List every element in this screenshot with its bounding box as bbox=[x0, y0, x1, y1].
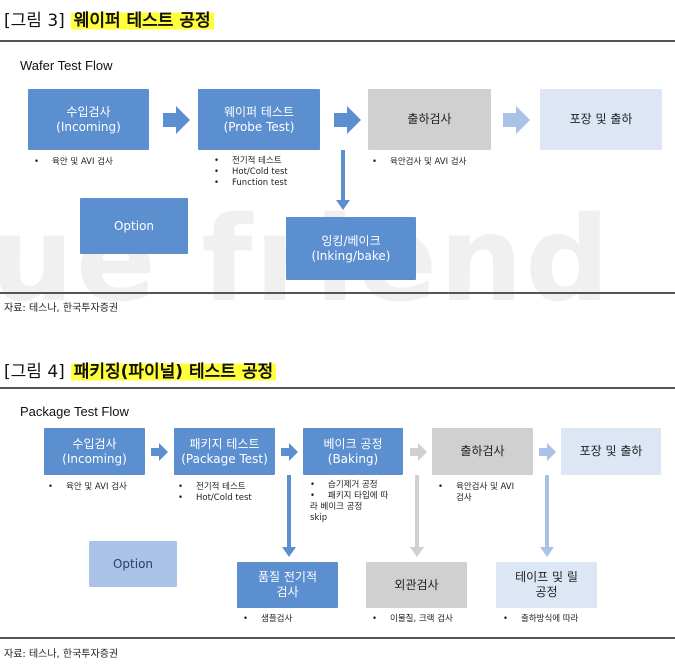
package-tape-reel-box: 테이프 및 릴 공정 bbox=[496, 562, 597, 608]
wafer-option-box: Option bbox=[80, 198, 188, 254]
package-visual-inspection-box: 외관검사 bbox=[366, 562, 467, 608]
box-label: 수입검사 bbox=[66, 104, 111, 119]
box-sublabel: 검사 bbox=[276, 585, 299, 599]
list-item: Hot/Cold test bbox=[214, 167, 288, 178]
package-incoming-bullets: 육안 및 AVI 검사 bbox=[48, 482, 127, 493]
box-label: 포장 및 출하 bbox=[579, 444, 643, 458]
package-baking-bullets: 습기제거 공정 패키지 타입에 따 라 베이크 공정 skip bbox=[310, 480, 388, 524]
figure-4-title: [그림 4] 패키징(파이널) 테스트 공정 bbox=[4, 357, 277, 382]
figure-3-top-rule bbox=[0, 40, 675, 42]
box-label: 수입검사 bbox=[72, 436, 117, 451]
figure-3-label: [그림 3] bbox=[4, 11, 65, 31]
list-item: 이물질, 크랙 검사 bbox=[372, 614, 453, 625]
down-arrow-icon bbox=[282, 475, 296, 557]
right-arrow-icon bbox=[539, 443, 556, 461]
down-arrow-icon bbox=[540, 475, 554, 557]
package-quality-electrical-box: 품질 전기적 검사 bbox=[237, 562, 338, 608]
box-label: 품질 전기적 bbox=[257, 570, 317, 584]
package-incoming-box: 수입검사 (Incoming) bbox=[44, 428, 145, 475]
package-baking-box: 베이크 공정 (Baking) bbox=[303, 428, 403, 475]
package-pack-ship-box: 포장 및 출하 bbox=[561, 428, 661, 475]
wafer-incoming-bullets: 육안 및 AVI 검사 bbox=[34, 157, 113, 168]
list-item: Function test bbox=[214, 178, 288, 189]
list-item: 패키지 타입에 따 bbox=[310, 491, 388, 502]
wafer-flow-title: Wafer Test Flow bbox=[20, 58, 113, 73]
list-item: 육안검사 및 AVI 검사 bbox=[438, 482, 514, 504]
figure-3-bottom-rule bbox=[0, 292, 675, 294]
right-arrow-icon bbox=[151, 443, 168, 461]
figure-3-title: [그림 3] 웨이퍼 테스트 공정 bbox=[4, 6, 214, 31]
box-sublabel: (Incoming) bbox=[56, 119, 121, 134]
wafer-inking-bake-box: 잉킹/베이크 (Inking/bake) bbox=[286, 217, 416, 280]
figure-4-bottom-rule bbox=[0, 637, 675, 639]
box-label: 포장 및 출하 bbox=[569, 112, 633, 126]
figure-4-top-rule bbox=[0, 387, 675, 389]
box-sublabel: (Inking/bake) bbox=[311, 248, 391, 263]
box-label: Option bbox=[113, 218, 155, 233]
right-arrow-icon bbox=[334, 106, 361, 134]
figure-3-source: 자료: 테스나, 한국투자증권 bbox=[4, 303, 119, 314]
package-test-bullets: 전기적 테스트 Hot/Cold test bbox=[178, 482, 252, 504]
box-label: Option bbox=[112, 556, 154, 571]
list-item-continued: 라 베이크 공정 skip bbox=[310, 502, 388, 524]
list-item-line: skip bbox=[310, 513, 328, 523]
list-item: Hot/Cold test bbox=[178, 493, 252, 504]
wafer-pack-ship-box: 포장 및 출하 bbox=[540, 89, 662, 150]
list-item: 육안검사 및 AVI 검사 bbox=[372, 157, 466, 168]
list-item: 전기적 테스트 bbox=[178, 482, 252, 493]
figure-4-label: [그림 4] bbox=[4, 362, 65, 382]
right-arrow-icon bbox=[503, 106, 530, 134]
list-item-line: 검사 bbox=[456, 493, 472, 503]
box-label: 웨이퍼 테스트 bbox=[223, 104, 295, 119]
list-item: 전기적 테스트 bbox=[214, 156, 288, 167]
box-label: 외관검사 bbox=[394, 577, 439, 592]
box-sublabel: (Incoming) bbox=[62, 451, 127, 466]
box-sublabel: (Baking) bbox=[327, 451, 379, 466]
figure-3-title-text: 웨이퍼 테스트 공정 bbox=[70, 11, 214, 31]
wafer-probe-bullets: 전기적 테스트 Hot/Cold test Function test bbox=[214, 156, 288, 189]
wafer-outgoing-box: 출하검사 bbox=[368, 89, 491, 150]
list-item-line: 패키지 타입에 따 bbox=[328, 491, 389, 501]
package-test-box: 패키지 테스트 (Package Test) bbox=[174, 428, 275, 475]
package-visual-bullets: 이물질, 크랙 검사 bbox=[372, 614, 453, 625]
right-arrow-icon bbox=[410, 443, 427, 461]
package-tape-bullets: 출하방식에 따라 bbox=[503, 614, 578, 625]
box-label: 출하검사 bbox=[460, 444, 505, 458]
box-sublabel: 공정 bbox=[535, 585, 558, 599]
list-item-line: 라 베이크 공정 bbox=[310, 502, 363, 512]
right-arrow-icon bbox=[163, 106, 190, 134]
box-sublabel: (Package Test) bbox=[181, 451, 268, 466]
down-arrow-icon bbox=[410, 475, 424, 557]
wafer-outgoing-bullets: 육안검사 및 AVI 검사 bbox=[372, 157, 466, 168]
right-arrow-icon bbox=[281, 443, 298, 461]
box-label: 출하검사 bbox=[407, 112, 452, 126]
list-item-line: 육안검사 및 AVI bbox=[456, 482, 515, 492]
list-item: 샘플검사 bbox=[243, 614, 292, 625]
wafer-incoming-box: 수입검사 (Incoming) bbox=[28, 89, 149, 150]
package-option-box: Option bbox=[89, 541, 177, 587]
package-outgoing-box: 출하검사 bbox=[432, 428, 533, 475]
wafer-probe-test-box: 웨이퍼 테스트 (Probe Test) bbox=[198, 89, 320, 150]
package-flow-title: Package Test Flow bbox=[20, 404, 129, 419]
box-label: 테이프 및 릴 bbox=[515, 570, 578, 584]
list-item: 습기제거 공정 bbox=[310, 480, 388, 491]
box-label: 잉킹/베이크 bbox=[321, 233, 381, 248]
list-item: 출하방식에 따라 bbox=[503, 614, 578, 625]
package-quality-bullets: 샘플검사 bbox=[243, 614, 292, 625]
list-item: 육안 및 AVI 검사 bbox=[34, 157, 113, 168]
down-arrow-icon bbox=[336, 150, 350, 210]
figure-4-title-text: 패키징(파이널) 테스트 공정 bbox=[70, 362, 277, 382]
figure-4-source: 자료: 테스나, 한국투자증권 bbox=[4, 649, 119, 660]
box-label: 패키지 테스트 bbox=[189, 436, 260, 451]
package-outgoing-bullets: 육안검사 및 AVI 검사 bbox=[438, 482, 514, 504]
list-item: 육안 및 AVI 검사 bbox=[48, 482, 127, 493]
box-sublabel: (Probe Test) bbox=[223, 119, 295, 134]
box-label: 베이크 공정 bbox=[323, 436, 383, 451]
